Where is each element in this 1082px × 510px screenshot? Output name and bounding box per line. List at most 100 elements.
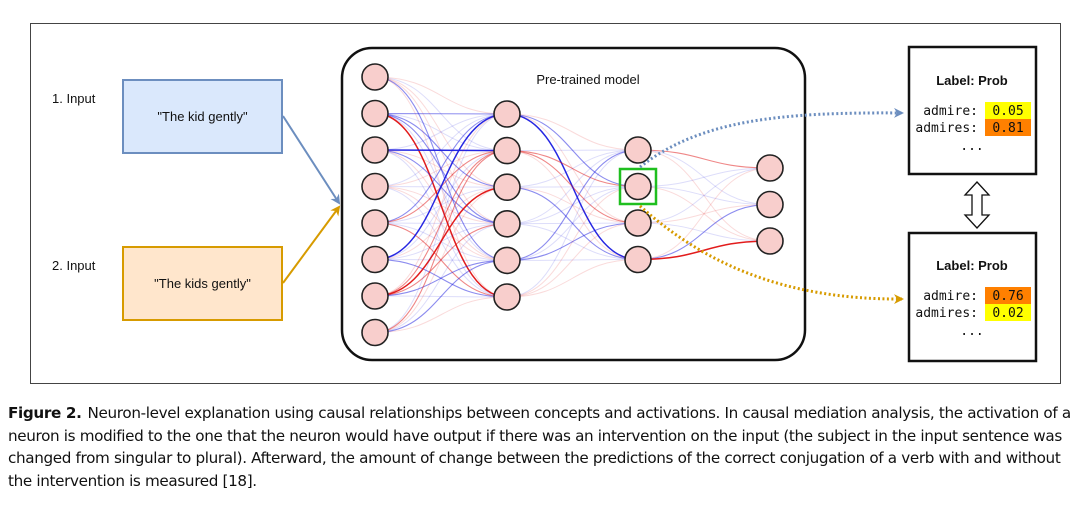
network-edge [374,150,508,297]
network-edge [506,113,639,151]
output-1-dotted-arrow [639,107,904,169]
input-1-sentence: "The kid gently" [157,109,248,124]
network-edge [506,259,639,261]
network-edge [374,186,508,225]
network-edge [637,167,771,187]
output-1-row-2-label: admires: [915,121,978,136]
neuron-l2-6 [493,283,521,311]
neuron-l4-1 [756,154,784,182]
network-neurons [361,63,784,347]
output-1-row-1-value: 0.05 [992,104,1023,119]
network-edge [506,149,639,298]
double-vertical-arrow-icon [963,181,991,229]
figure-frame [30,23,1061,384]
neuron-l2-3 [493,173,521,201]
output-1-row-2-value: 0.81 [992,121,1023,136]
output-1-box: Label: Prob admire: 0.05 admires: 0.81 .… [907,45,1038,176]
network-edge [506,113,639,188]
neuron-l2-4 [493,210,521,238]
network-edge [374,113,508,333]
neuron-l1-4 [361,172,389,201]
figure-caption: Figure 2.Neuron-level explanation using … [8,402,1078,492]
neuron-l2-1 [493,100,521,128]
network-edge [374,223,508,333]
neuron-l1-8 [361,318,389,347]
neuron-l2-5 [493,246,521,275]
network-edge [506,150,639,224]
neuron-l3-1 [624,136,652,164]
network-edge [506,259,639,298]
network-edge [506,149,639,188]
network-edge [374,112,508,115]
caption-text: Neuron-level explanation using causal re… [8,404,1071,490]
network-edge [506,149,639,152]
network-edge [374,112,508,298]
network-edge [374,113,508,152]
network-edge [506,186,639,298]
model-title: Pre-trained model [536,72,639,87]
input-2-box: "The kids gently" [122,246,283,321]
output-2-header: Label: Prob [936,258,1008,273]
network-edge [637,240,771,261]
network-edge [506,186,639,261]
network-edge [506,222,639,261]
input-1-arrow [282,115,341,205]
network-edge [374,113,508,297]
input-2-sentence: "The kids gently" [154,276,251,291]
output-2-row-2-value: 0.02 [992,306,1023,321]
output-2-ellipsis: ... [960,324,983,339]
neuron-l1-5 [361,209,389,237]
network-edge [374,259,508,334]
network-edge [374,76,508,188]
output-1-row-1-label: admire: [923,104,978,119]
output-1-ellipsis: ... [960,139,983,154]
neuron-l1-1 [361,63,389,91]
network-edge [374,149,508,261]
network-edge [506,186,639,261]
network-edge [374,150,508,260]
neuron-l3-3 [624,209,652,237]
input-1-label: 1. Input [52,91,96,106]
network-edge [374,113,508,261]
network-edges [374,76,771,334]
neuron-l4-3 [756,227,784,255]
output-1-value-1-highlight [985,102,1031,119]
output-2-row-1-value: 0.76 [992,289,1023,304]
neuron-l1-2 [361,99,389,128]
network-edge [637,186,771,205]
network-edge [637,167,771,260]
output-2-value-1-highlight [985,287,1031,304]
output-2-box: Label: Prob admire: 0.76 admires: 0.02 .… [907,231,1038,363]
network-edge [506,222,639,225]
output-1-header: Label: Prob [936,73,1008,88]
network-edge [506,222,639,298]
neuron-l4-2 [756,190,784,219]
input-2-label: 2. Input [52,258,96,273]
network-edge [374,113,508,224]
neuron-l1-3 [361,136,389,164]
network-edge [374,150,508,334]
network-edge [374,186,508,224]
neuron-l3-2 [624,172,652,201]
network-edge [374,76,508,115]
output-2-dotted-arrow [638,204,904,305]
output-1-value-2-highlight [985,119,1031,136]
output-2-value-2-highlight [985,304,1031,321]
network-edge [374,259,508,297]
network-edge [506,186,639,188]
neuron-l3-4 [624,245,652,274]
network-edge [374,149,508,152]
figure-label: Figure 2. [8,404,82,422]
network-edge [374,296,508,333]
output-2-row-2-label: admires: [915,306,978,321]
diagram: 1. Input 2. Input "The kid gently" "The … [52,45,1038,363]
network-edge [637,203,771,261]
neuron-l1-6 [361,245,389,274]
network-edge [374,113,508,151]
input-2-arrow [282,205,341,284]
network-edge [506,150,639,188]
network-edge [374,186,508,333]
neuron-l2-2 [493,136,521,165]
network-edge [506,149,639,261]
intervention-highlight [618,167,658,206]
